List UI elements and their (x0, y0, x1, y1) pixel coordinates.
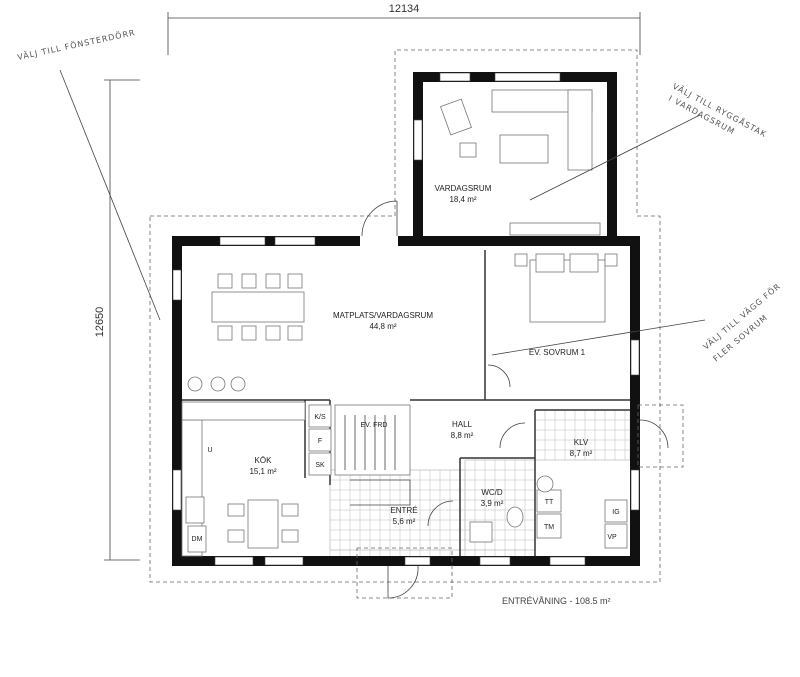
dining-chair (287, 325, 303, 341)
doors (361, 200, 669, 599)
note-line-fonsterdorr (59, 69, 161, 321)
room-area-wc: 3,9 m² (481, 499, 504, 508)
living-room-furniture (440, 89, 601, 236)
kitchen-table (227, 499, 299, 549)
dining-table-top (211, 291, 305, 323)
room-name-klv: KLV (574, 438, 589, 447)
fixture-ks: K/S (314, 414, 326, 421)
fixture-boxes (187, 404, 628, 553)
room-name-matplats: MATPLATS/VARDAGSRUM (333, 311, 433, 320)
staircase (334, 404, 411, 506)
dining-chair (241, 273, 257, 289)
width-dimension: 12134 (389, 3, 420, 15)
room-area-vardagsrum: 18,4 m² (449, 195, 476, 204)
dining-chair (287, 273, 303, 289)
dimension-lines (104, 12, 641, 561)
room-name-sovrum: EV. SOVRUM 1 (529, 348, 586, 357)
note-fonsterdorr: VÄLJ TILL FÖNSTERDÖRR (16, 27, 136, 62)
wc-fixtures (469, 475, 554, 543)
fixture-tt: TT (545, 499, 554, 506)
room-area-matplats: 44,8 m² (369, 322, 396, 331)
dining-table (211, 273, 305, 341)
room-name-kok: KÖK (255, 456, 273, 465)
room-name-frd: EV. FRD (361, 422, 388, 429)
room-area-klv: 8,7 m² (570, 449, 593, 458)
room-name-hall: HALL (452, 420, 473, 429)
fixture-tm: TM (544, 524, 554, 531)
fixture-f: F (318, 438, 322, 445)
dining-chair (265, 273, 281, 289)
side-porch-outline (637, 404, 684, 468)
room-name-wc: WC/D (481, 488, 503, 497)
room-area-kok: 15,1 m² (249, 467, 276, 476)
interior-walls (182, 250, 630, 556)
dining-chair (217, 273, 233, 289)
dining-chair (241, 325, 257, 341)
windows (172, 72, 640, 566)
room-area-hall: 8,8 m² (451, 431, 474, 440)
height-dimension: 12650 (94, 307, 106, 338)
fixture-sk: SK (315, 462, 325, 469)
dining-chair (217, 325, 233, 341)
roof-outline (149, 49, 661, 583)
note-line-ryggastak (529, 114, 701, 201)
note-line-vagg (491, 319, 706, 356)
room-area-entre: 5,6 m² (393, 517, 416, 526)
bed (514, 253, 618, 323)
room-name-vardagsrum: VARDAGSRUM (435, 184, 492, 193)
room-name-entre: ENTRÉ (390, 506, 417, 515)
fixture-u: U (207, 447, 212, 454)
kitchen-counters (181, 376, 306, 557)
fixture-ig: IG (612, 509, 619, 516)
fixture-dm: DM (192, 536, 203, 543)
porch-outline (356, 547, 453, 599)
dining-chair (265, 325, 281, 341)
floor-total-label: ENTRÉVÅNING - 108.5 m² (502, 596, 611, 606)
fixture-vp: VP (607, 534, 617, 541)
